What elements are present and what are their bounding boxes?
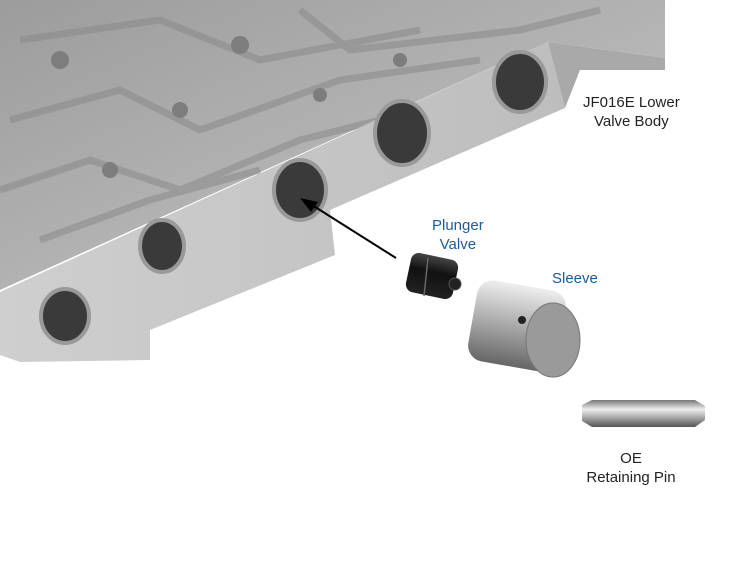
retaining-pin-part [582, 400, 705, 427]
plunger-valve-part [405, 252, 462, 300]
label-valve-body: JF016E Lower Valve Body [583, 93, 680, 131]
label-line: OE [620, 450, 642, 467]
label-sleeve: Sleeve [552, 270, 598, 287]
label-line: Valve [439, 236, 477, 253]
valve-body-side [548, 42, 665, 108]
valve-body-channels [0, 6, 601, 244]
label-line: Plunger [432, 217, 484, 234]
sleeve-part [468, 280, 581, 378]
label-line: JF016E Lower [583, 94, 680, 111]
label-line: Retaining Pin [586, 469, 676, 486]
label-plunger-valve: Plunger Valve [432, 216, 484, 254]
valve-body-bores-top [51, 36, 407, 178]
label-line: Valve Body [593, 113, 669, 130]
insertion-arrow [300, 198, 397, 259]
valve-body-top-surface [0, 0, 665, 290]
label-retaining-pin: OE Retaining Pin [583, 449, 679, 487]
